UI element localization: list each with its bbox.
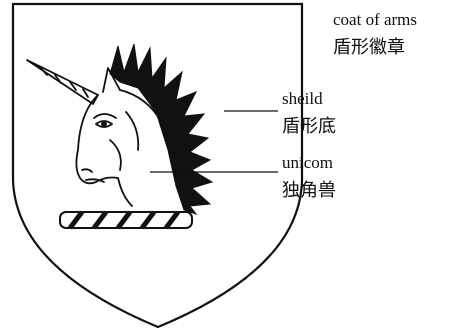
shield-label-en: sheild — [282, 89, 323, 108]
unicorn-label-en: unicom — [282, 153, 333, 172]
base-bar — [59, 210, 193, 230]
unicorn-label-zh: 独角兽 — [282, 180, 336, 201]
shield-outline — [11, 2, 304, 329]
unicorn-eye — [95, 120, 113, 128]
unicorn-mane — [109, 43, 214, 215]
shield-label-zh: 盾形底 — [282, 116, 336, 137]
unicorn-face — [75, 94, 133, 207]
unicorn-head — [26, 59, 187, 211]
coat-of-arms-label-zh: 盾形徽章 — [333, 37, 405, 58]
coat-of-arms-label-en: coat of arms — [333, 10, 418, 29]
